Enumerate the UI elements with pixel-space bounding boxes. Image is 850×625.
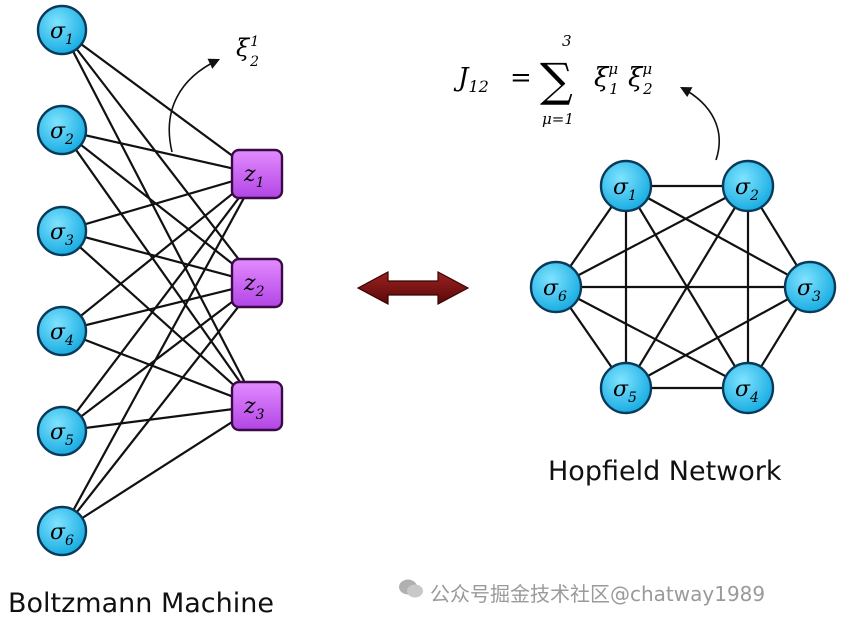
svg-text:σ5: σ5 xyxy=(613,377,637,406)
watermark: 公众号掘金技术社区@chatway1989 xyxy=(398,578,765,607)
edge-sigma2-z3 xyxy=(61,129,258,407)
svg-text:σ5: σ5 xyxy=(50,420,74,449)
sum-upper-bound: 3 xyxy=(562,32,572,50)
formula-lhs: J12 xyxy=(453,63,489,96)
visible-node-2: σ2 xyxy=(36,104,88,156)
visible-node-4: σ4 xyxy=(36,305,88,357)
hopfield-nodes: σ1 σ2 σ3 σ4 σ5 σ6 xyxy=(529,159,837,415)
hopfield-node-1: σ1 xyxy=(599,159,653,213)
boltzmann-title: Boltzmann Machine xyxy=(8,588,274,619)
edge-sigma2-z2 xyxy=(61,129,258,284)
svg-text:σ4: σ4 xyxy=(50,320,74,349)
boltzmann-edges xyxy=(61,29,258,532)
visible-node-6: σ6 xyxy=(36,505,88,557)
svg-text:σ6: σ6 xyxy=(543,276,567,305)
visible-node-5: σ5 xyxy=(36,405,88,457)
svg-text:σ6: σ6 xyxy=(50,520,74,549)
formula-arrow-icon xyxy=(680,86,720,161)
sum-lower-bound: μ=1 xyxy=(542,110,574,128)
hopfield-edge-4-6 xyxy=(555,286,749,389)
sum-symbol: ∑ xyxy=(540,53,573,107)
hopfield-edge-2-6 xyxy=(555,185,749,288)
svg-text:σ3: σ3 xyxy=(50,220,74,249)
edge-sigma1-z1 xyxy=(61,29,258,175)
hopfield-edge-3-5 xyxy=(625,286,811,389)
svg-text:σ1: σ1 xyxy=(50,19,74,48)
edge-sigma3-z2 xyxy=(61,229,258,285)
wechat-icon xyxy=(398,579,424,605)
hopfield-node-2: σ2 xyxy=(721,159,775,213)
edge-sigma3-z3 xyxy=(61,230,258,407)
visible-node-3: σ3 xyxy=(36,205,88,257)
svg-text:σ2: σ2 xyxy=(735,175,759,204)
svg-text:σ1: σ1 xyxy=(613,175,637,204)
edge-sigma4-z3 xyxy=(61,329,258,408)
boltzmann-visible-layer: σ1 σ2 σ3 σ4 σ5 σ6 xyxy=(36,4,88,557)
hopfield-node-6: σ6 xyxy=(529,260,583,314)
svg-text:z2: z2 xyxy=(243,271,265,300)
edge-sigma4-z2 xyxy=(61,281,258,333)
edge-sigma1-z3 xyxy=(61,29,258,407)
hopfield-node-5: σ5 xyxy=(599,361,653,415)
curved-arrow-icon xyxy=(168,58,221,153)
svg-text:z1: z1 xyxy=(243,162,265,191)
svg-text:σ4: σ4 xyxy=(735,377,759,406)
hidden-node-2: z2 xyxy=(230,257,284,309)
hidden-node-1: z1 xyxy=(230,148,284,200)
edge-sigma1-z2 xyxy=(61,29,258,284)
hidden-node-3: z3 xyxy=(230,380,284,432)
boltzmann-hidden-layer: z1 z2 z3 xyxy=(230,148,284,432)
visible-node-1: σ1 xyxy=(36,4,88,56)
edge-sigma3-z1 xyxy=(61,172,258,233)
formula-equals: = xyxy=(510,63,532,93)
watermark-text: 公众号掘金技术社区@chatway1989 xyxy=(430,582,766,606)
edge-sigma2-z1 xyxy=(61,128,258,176)
edge-sigma5-z1 xyxy=(61,173,258,432)
edge-sigma4-z1 xyxy=(61,173,258,332)
svg-text:σ3: σ3 xyxy=(797,276,821,305)
edge-sigma5-z2 xyxy=(61,282,258,432)
hopfield-title: Hopfield Network xyxy=(548,456,782,487)
edge-sigma6-z1 xyxy=(61,173,258,532)
svg-text:σ2: σ2 xyxy=(50,119,74,148)
edge-sigma5-z3 xyxy=(61,404,258,433)
edge-sigma6-z3 xyxy=(61,405,258,532)
hopfield-node-3: σ3 xyxy=(783,260,837,314)
edge-sigma6-z2 xyxy=(61,282,258,532)
svg-text:z3: z3 xyxy=(243,394,265,423)
equivalence-arrow-icon xyxy=(356,271,470,305)
hopfield-node-4: σ4 xyxy=(721,361,775,415)
hopfield-edges xyxy=(555,184,811,390)
